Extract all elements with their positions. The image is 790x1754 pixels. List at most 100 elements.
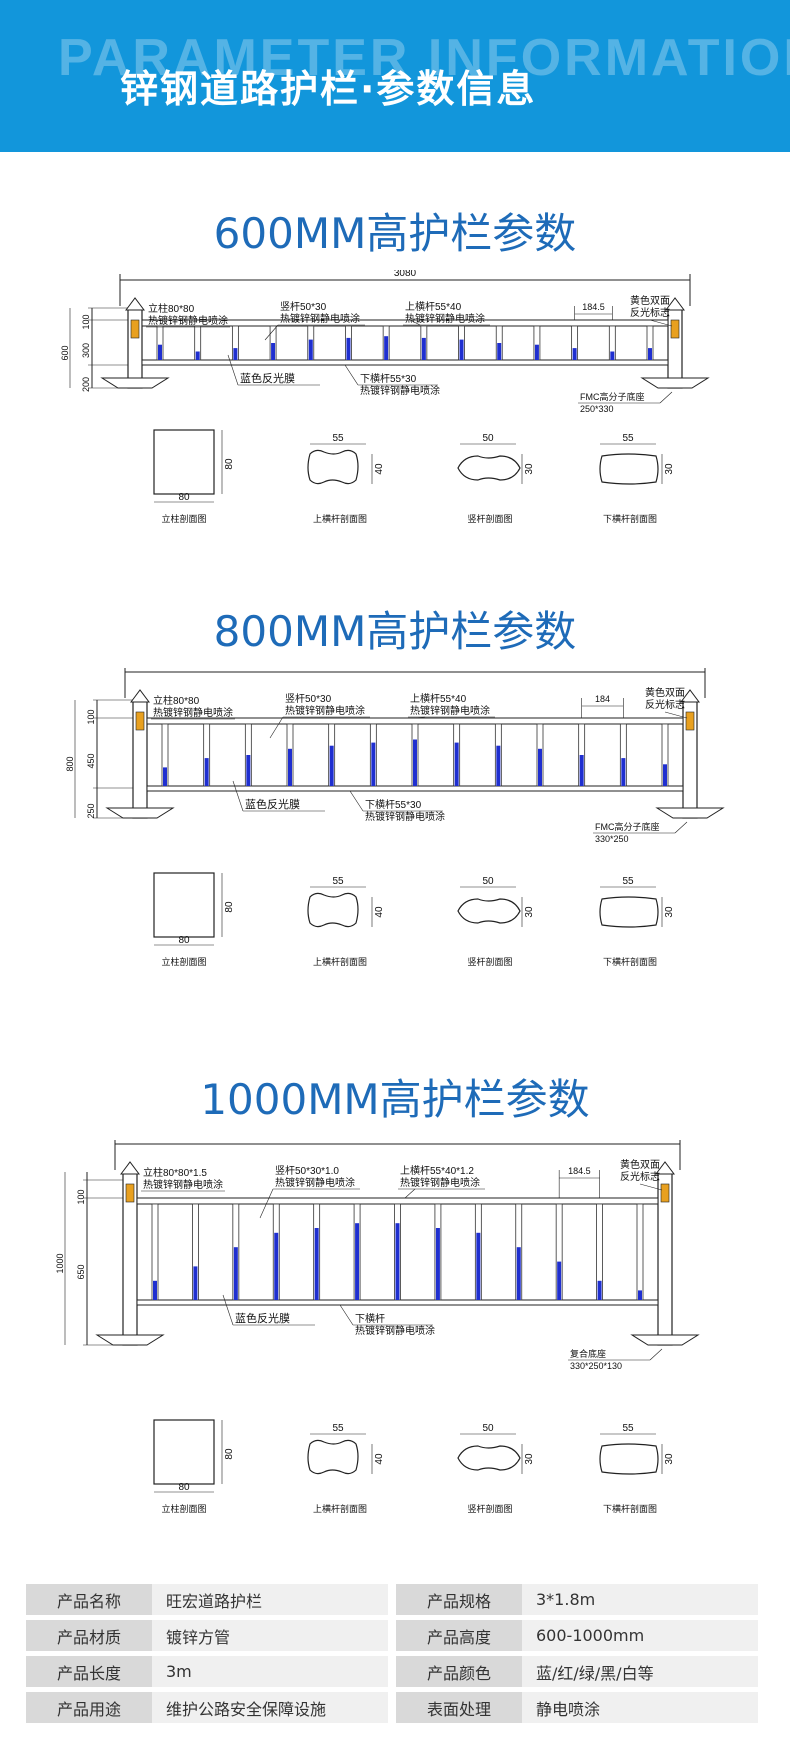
blue-film-strip xyxy=(648,348,652,360)
blue-film-strip xyxy=(329,745,334,786)
leader-line xyxy=(259,1188,274,1219)
top-rail-finish-label: 热镀锌钢静电喷涂 xyxy=(405,312,485,325)
bottom-rail-label: 下横杆55*30 xyxy=(365,798,422,811)
base-size-label: 250*330 xyxy=(580,404,614,414)
spacing-label: 184 xyxy=(595,694,610,704)
spec-label: 产品名称 xyxy=(26,1584,152,1615)
post-cap xyxy=(120,1161,140,1175)
blue-film-strip xyxy=(454,742,459,786)
section-width-label: 55 xyxy=(332,1423,344,1434)
overall-height-label: 800 xyxy=(65,756,75,771)
post-cap xyxy=(680,689,700,703)
leader-line xyxy=(639,1183,663,1191)
leader-line xyxy=(649,319,673,327)
reflector-label: 黄色双面 xyxy=(645,686,685,699)
spec-value: 600-1000mm xyxy=(522,1620,758,1651)
section-height-label: 30 xyxy=(664,906,675,918)
section-width-label: 50 xyxy=(482,433,494,444)
section-height-label: 30 xyxy=(664,1453,675,1465)
leader-line xyxy=(227,354,239,386)
post-label: 立柱80*80 xyxy=(153,694,200,707)
section-caption: 上横杆剖面图 xyxy=(313,513,367,524)
section-height-label: 80 xyxy=(224,458,235,470)
reflector-label: 黄色双面 xyxy=(630,294,670,307)
reflector-label-2: 反光标志 xyxy=(645,698,685,711)
vertical-bar-finish-label: 热镀锌钢静电喷涂 xyxy=(280,312,360,325)
blue-film-strip xyxy=(314,1228,319,1300)
height-label: 100 xyxy=(76,1189,86,1204)
leader-line xyxy=(409,319,421,326)
leader-line xyxy=(664,711,688,719)
bottom-rail-label: 下横杆 xyxy=(355,1312,385,1325)
reflector-marker xyxy=(125,1183,135,1203)
leader-line xyxy=(404,1188,416,1199)
spec-value: 3m xyxy=(152,1656,388,1687)
spec-label: 产品规格 xyxy=(396,1584,522,1615)
spec-label: 产品颜色 xyxy=(396,1656,522,1687)
top-rail-finish-label: 热镀锌钢静电喷涂 xyxy=(400,1176,480,1189)
reflector-marker xyxy=(130,319,140,339)
section-width-label: 80 xyxy=(178,935,190,946)
blue-film-strip xyxy=(246,755,251,786)
leader-line xyxy=(414,716,426,719)
total-width-label: 3080 xyxy=(394,270,417,279)
section-width-label: 50 xyxy=(482,876,494,887)
leader-line xyxy=(264,324,279,341)
leader-line xyxy=(222,1294,234,1326)
spec-label: 产品用途 xyxy=(26,1692,152,1723)
vertical-bar-label: 竖杆50*30 xyxy=(285,693,332,705)
cross-section-shape xyxy=(457,898,521,924)
section-height-label: 30 xyxy=(524,463,535,475)
leader-line xyxy=(344,364,359,386)
section-caption: 竖杆剖面图 xyxy=(467,956,512,967)
spec-value: 维护公路安全保障设施 xyxy=(152,1692,388,1723)
blue-film-strip xyxy=(610,351,615,360)
base-label: FMC高分子底座 xyxy=(595,821,660,832)
post-cap xyxy=(655,1161,675,1175)
reflector-label: 黄色双面 xyxy=(620,1158,660,1171)
blue-film-strip xyxy=(346,337,351,360)
blue-film-label: 蓝色反光膜 xyxy=(240,371,295,385)
spec-row: 产品用途 维护公路安全保障设施 表面处理 静电喷涂 xyxy=(26,1692,762,1723)
section-height-label: 30 xyxy=(664,463,675,475)
base-label: 复合底座 xyxy=(570,1348,606,1359)
blue-film-strip xyxy=(288,748,292,786)
blue-film-strip xyxy=(663,764,667,786)
spec-label: 表面处理 xyxy=(396,1692,522,1723)
blue-film-strip xyxy=(271,343,276,360)
post-base xyxy=(655,807,725,819)
leader-line xyxy=(232,780,244,812)
section-caption: 竖杆剖面图 xyxy=(467,513,512,524)
section-caption: 立柱剖面图 xyxy=(161,513,206,524)
blue-film-strip xyxy=(193,1266,198,1300)
section-height-label: 40 xyxy=(374,1453,385,1465)
section-height-label: 40 xyxy=(374,463,385,475)
blue-film-strip xyxy=(497,343,502,360)
cross-section-shape xyxy=(307,892,359,928)
bottom-rail xyxy=(141,359,669,366)
post-cross-section xyxy=(153,872,215,938)
vertical-bar-label: 竖杆50*30 xyxy=(280,301,327,313)
post-base xyxy=(640,377,710,389)
cross-section-shape xyxy=(599,1443,659,1475)
blue-film-strip xyxy=(195,351,200,360)
reflector-marker xyxy=(135,711,145,731)
section-caption: 上横杆剖面图 xyxy=(313,956,367,967)
post-base xyxy=(100,377,170,389)
section-width-label: 50 xyxy=(482,1423,494,1434)
blue-film-strip xyxy=(163,767,167,786)
total-width-label: 3080 xyxy=(386,1140,409,1143)
section-heading-600: 600MM高护栏参数 xyxy=(213,209,577,258)
height-label: 100 xyxy=(86,709,96,724)
top-rail-label: 上横杆55*40*1.2 xyxy=(400,1164,474,1177)
blue-film-strip xyxy=(384,336,389,360)
section-height-label: 40 xyxy=(374,906,385,918)
leader-line xyxy=(649,1348,663,1361)
section-height-label: 80 xyxy=(224,1448,235,1460)
bottom-rail-finish-label: 热镀锌钢静电喷涂 xyxy=(360,384,440,397)
header-banner: PARAMETER INFORMATION 锌钢道路护栏·参数信息 xyxy=(0,0,790,152)
blue-film-label: 蓝色反光膜 xyxy=(245,797,300,811)
blue-film-strip xyxy=(371,742,376,786)
guardrail-drawing-1000: 30801006501000立柱80*80*1.5热镀锌钢静电喷涂竖杆50*30… xyxy=(55,1140,700,1514)
blue-film-strip xyxy=(534,344,539,360)
